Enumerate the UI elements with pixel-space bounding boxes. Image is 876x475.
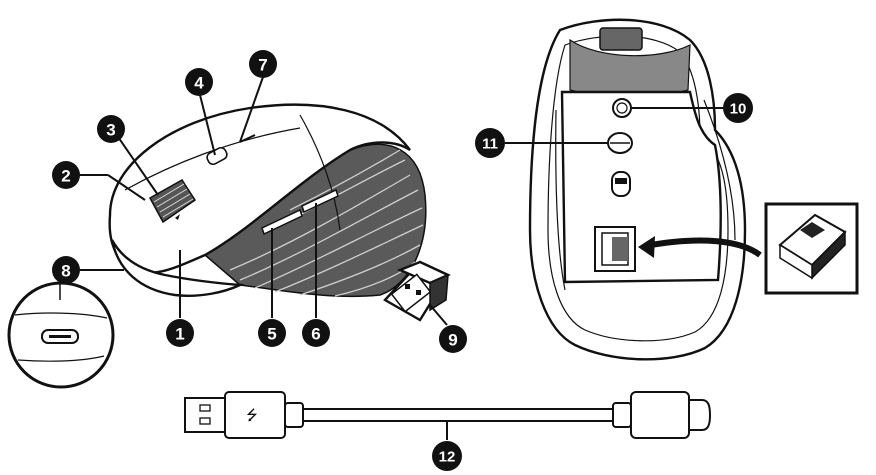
usb-c-plug xyxy=(630,391,690,439)
shell-seam xyxy=(299,114,341,231)
callout-4: 4 xyxy=(185,68,213,96)
led-indicator xyxy=(239,134,256,143)
insert-arrow xyxy=(638,236,762,258)
left-button-seam xyxy=(124,127,301,191)
callout-6: 6 xyxy=(302,319,330,347)
callout-9-label: 9 xyxy=(448,331,457,350)
callout-5-label: 5 xyxy=(267,325,276,344)
callout-6-label: 6 xyxy=(311,325,320,344)
callout-7: 7 xyxy=(249,50,277,78)
mouse-base-lip xyxy=(110,239,245,297)
usb-a-plug xyxy=(184,397,226,433)
callout-10-label: 10 xyxy=(730,101,747,118)
callout-12: 12 xyxy=(432,441,462,471)
callout-11: 11 xyxy=(475,128,505,158)
callout-1-label: 1 xyxy=(175,325,184,344)
side-button-forward xyxy=(301,188,339,214)
base-plate xyxy=(560,90,722,284)
callout-2: 2 xyxy=(52,161,80,189)
callout-11-label: 11 xyxy=(482,136,498,153)
callout-3-label: 3 xyxy=(106,121,115,140)
receiver-inset-box xyxy=(764,202,859,295)
usb-cable: ⭍ xyxy=(184,391,712,439)
callout-3: 3 xyxy=(97,115,125,143)
callout-8-label: 8 xyxy=(61,262,70,281)
leader-lines xyxy=(78,76,723,440)
callout-4-label: 4 xyxy=(194,74,204,93)
usb-receiver xyxy=(383,260,451,322)
usb-c-port-magnifier xyxy=(7,281,115,389)
callout-7-label: 7 xyxy=(258,56,267,75)
callout-2-label: 2 xyxy=(61,167,70,186)
callout-9: 9 xyxy=(439,325,467,353)
scroll-wheel xyxy=(148,179,197,224)
callout-8: 8 xyxy=(52,256,80,284)
callout-12-label: 12 xyxy=(439,449,456,466)
mouse-side-view xyxy=(108,103,427,298)
callout-10: 10 xyxy=(723,93,753,123)
callout-1: 1 xyxy=(166,319,194,347)
callout-5: 5 xyxy=(258,319,286,347)
mouse-bottom-view xyxy=(528,18,747,361)
svg-text:⭍: ⭍ xyxy=(246,408,258,424)
